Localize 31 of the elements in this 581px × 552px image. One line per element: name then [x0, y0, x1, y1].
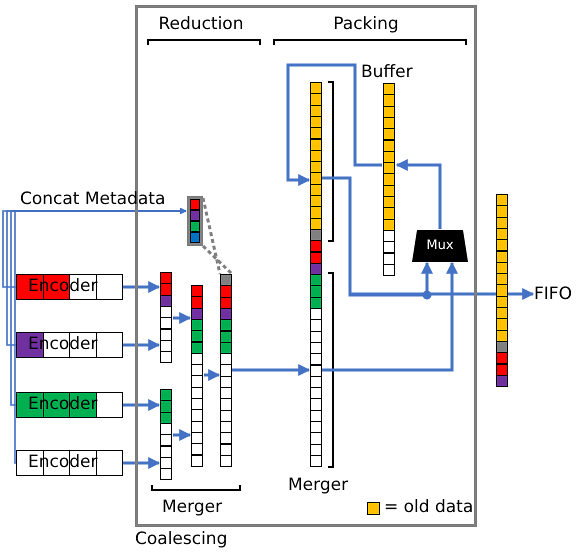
section-label: Packing [332, 14, 400, 34]
section-label: Reduction [158, 14, 244, 34]
legend-text: = old data [384, 497, 474, 517]
arrow [173, 429, 192, 441]
box-heading: Coalescing [135, 529, 228, 549]
arrow [122, 339, 160, 351]
arrow [322, 262, 458, 372]
data-column [496, 194, 508, 388]
arrow [286, 64, 382, 186]
arrow [202, 196, 234, 276]
arrow [14, 208, 187, 464]
component-label: Merger [288, 475, 348, 496]
arrow [232, 364, 310, 376]
arrow [204, 369, 220, 381]
arrow [173, 312, 192, 324]
arrow [122, 457, 160, 469]
edge-label: Concat Metadata [20, 189, 166, 209]
arrow [322, 176, 433, 296]
arrow [122, 399, 160, 411]
mux-block: Mux [412, 230, 468, 262]
arrow [396, 159, 442, 229]
data-column [220, 274, 232, 468]
data-column [160, 389, 172, 480]
section-label: Merger [162, 497, 222, 517]
data-column [310, 82, 322, 468]
metadata-column [187, 196, 203, 246]
data-column [160, 272, 172, 364]
data-column [191, 285, 203, 467]
arrow [122, 281, 160, 293]
column-heading: Buffer [361, 62, 413, 82]
output-label: FIFO [534, 284, 572, 304]
